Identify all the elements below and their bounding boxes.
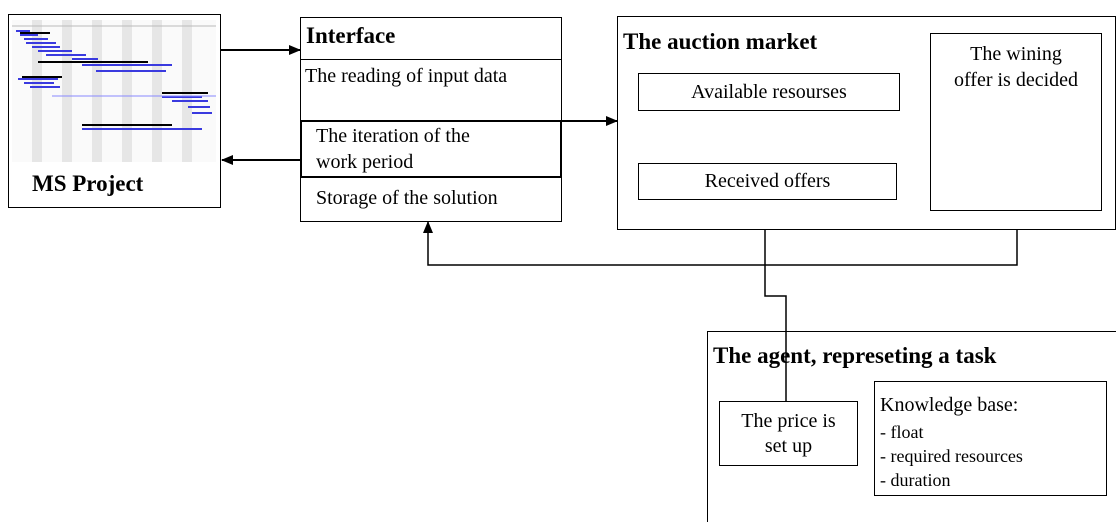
available-resources-label: Available resourses: [691, 81, 847, 103]
knowledge-base-item: - float: [880, 422, 924, 442]
ms-project-label: MS Project: [32, 171, 144, 196]
received-offers-label: Received offers: [704, 170, 831, 192]
agent-box: [707, 331, 1116, 522]
interface-row-iteration-line2: work period: [316, 151, 414, 173]
interface-row-iteration: [300, 120, 562, 178]
knowledge-base-item: - duration: [880, 470, 951, 490]
arrow-winning-to-storage: [423, 211, 1018, 266]
interface-title: Interface: [306, 23, 396, 48]
knowledge-base-item: - required resources: [880, 446, 1023, 466]
gantt-thumbnail-icon: [12, 20, 216, 162]
price-setup-box: [719, 401, 858, 466]
arrow-price-to-received: [760, 199, 787, 401]
auction-market-title: The auction market: [623, 29, 818, 54]
interface-row-storage: Storage of the solution: [316, 187, 498, 209]
interface-box: [300, 17, 562, 222]
winning-offer-line2: offer is decided: [953, 69, 1079, 91]
received-offers-box: [638, 163, 897, 200]
agent-title: The agent, represeting a task: [713, 343, 997, 368]
winning-offer-box: [930, 33, 1102, 211]
interface-row-iteration-line1: The iteration of the: [316, 125, 470, 147]
winning-offer-line1: The wining: [970, 43, 1062, 65]
available-resources-box: [638, 73, 900, 111]
price-setup-line1: The price is: [741, 410, 836, 432]
price-setup-line2: set up: [764, 435, 813, 457]
interface-row-reading: The reading of input data: [305, 65, 508, 87]
interface-divider-1: [300, 59, 562, 60]
knowledge-base-title: Knowledge base:: [880, 394, 1019, 416]
knowledge-base-box: [874, 381, 1107, 496]
